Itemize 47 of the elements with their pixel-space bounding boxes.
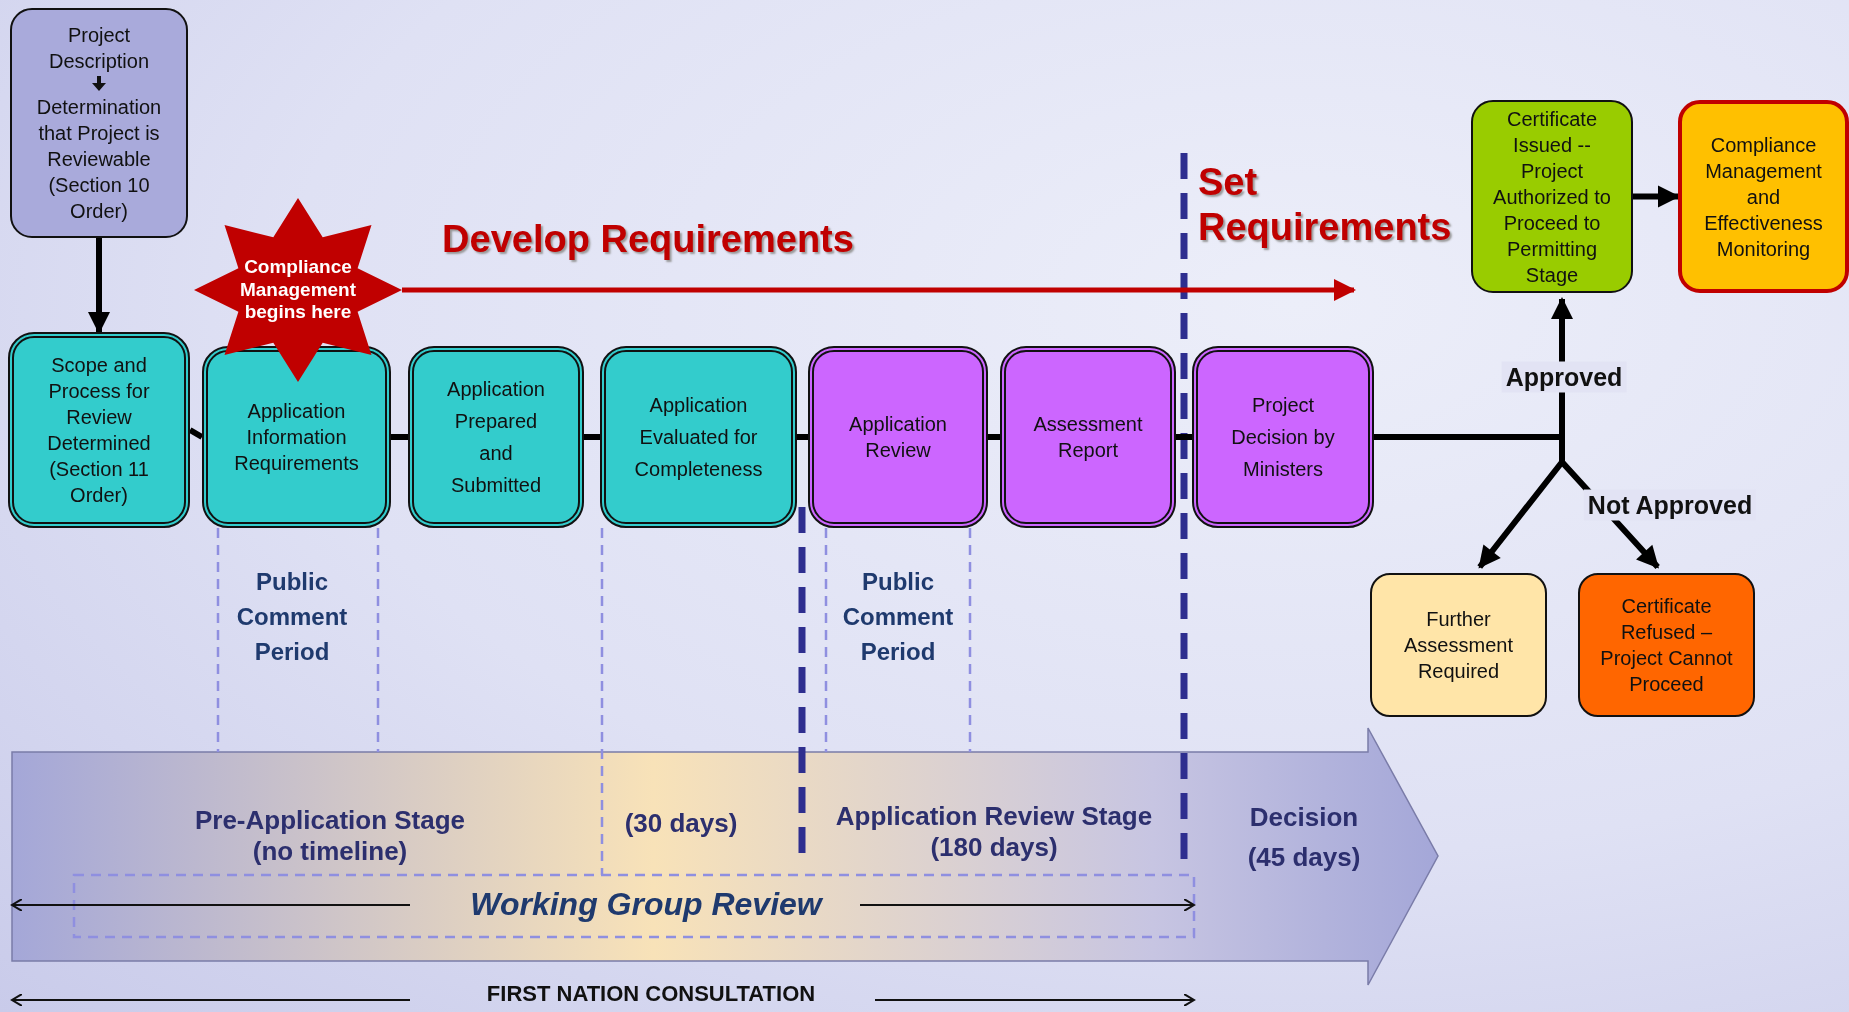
- node-text: Assessment Report: [1032, 412, 1144, 463]
- connector-line: [391, 434, 408, 440]
- process-box: [600, 346, 797, 528]
- outcome-box: [1370, 573, 1547, 717]
- outcome-box: [1678, 100, 1849, 293]
- process-box: [808, 346, 988, 528]
- node-text: Compliance Management and Effectiveness Monitoring: [1703, 132, 1824, 262]
- node-text: Application Review: [848, 412, 948, 463]
- node-text: Compliance Management begins here: [238, 255, 358, 325]
- process-box: [1000, 346, 1176, 528]
- node-text: Project Description: [47, 23, 150, 74]
- node-text: Project Decision by Ministers: [1230, 393, 1336, 482]
- outcome-box: [1578, 573, 1755, 717]
- process-box: [1192, 346, 1374, 528]
- connector-line: [584, 434, 600, 440]
- edge-label: Not Approved: [1583, 489, 1757, 521]
- node-text: Application Evaluated for Completeness: [633, 393, 764, 482]
- process-box: [408, 346, 584, 528]
- outcome-box: [1471, 100, 1633, 293]
- connector-line: [797, 434, 808, 440]
- section-heading: Develop Requirements: [441, 217, 855, 261]
- node-text: Application Prepared and Submitted: [446, 377, 546, 498]
- arrow: [1633, 185, 1680, 208]
- process-box: [8, 332, 190, 528]
- arrow: [402, 279, 1356, 301]
- timeline-label: Working Group Review: [469, 885, 824, 923]
- period-label: Public Comment Period: [841, 566, 955, 667]
- node-text: Certificate Issued -- Project Authorized to Proceed to Permitting Stage: [1492, 106, 1612, 288]
- process-box: [10, 8, 188, 238]
- connector-line: [1176, 434, 1192, 440]
- period-label: Public Comment Period: [235, 566, 349, 667]
- stage-label: Pre-Application Stage (no timeline): [193, 804, 467, 868]
- stage-label: (30 days): [623, 807, 739, 839]
- stage-label: Application Review Stage (180 days): [834, 800, 1154, 864]
- node-text: Determination that Project is Reviewable (Section 10 Order): [35, 95, 163, 224]
- node-text: Certificate Refused – Project Cannot Proceed: [1599, 594, 1734, 697]
- node-text: Further Assessment Required: [1403, 607, 1514, 684]
- node-text: Application Information Requirements: [233, 399, 360, 476]
- connector-line: [188, 427, 204, 440]
- node-text: Scope and Process for Review Determined (Section 11 Order): [46, 353, 152, 508]
- stage-label: Decision (45 days): [1246, 800, 1362, 874]
- section-heading: Set Requirements: [1198, 160, 1453, 250]
- connector-line: [988, 434, 1000, 440]
- edge-label: Approved: [1501, 361, 1627, 393]
- arrow: [88, 238, 110, 334]
- process-box: [202, 346, 391, 528]
- timeline-label: FIRST NATION CONSULTATION: [485, 981, 817, 1007]
